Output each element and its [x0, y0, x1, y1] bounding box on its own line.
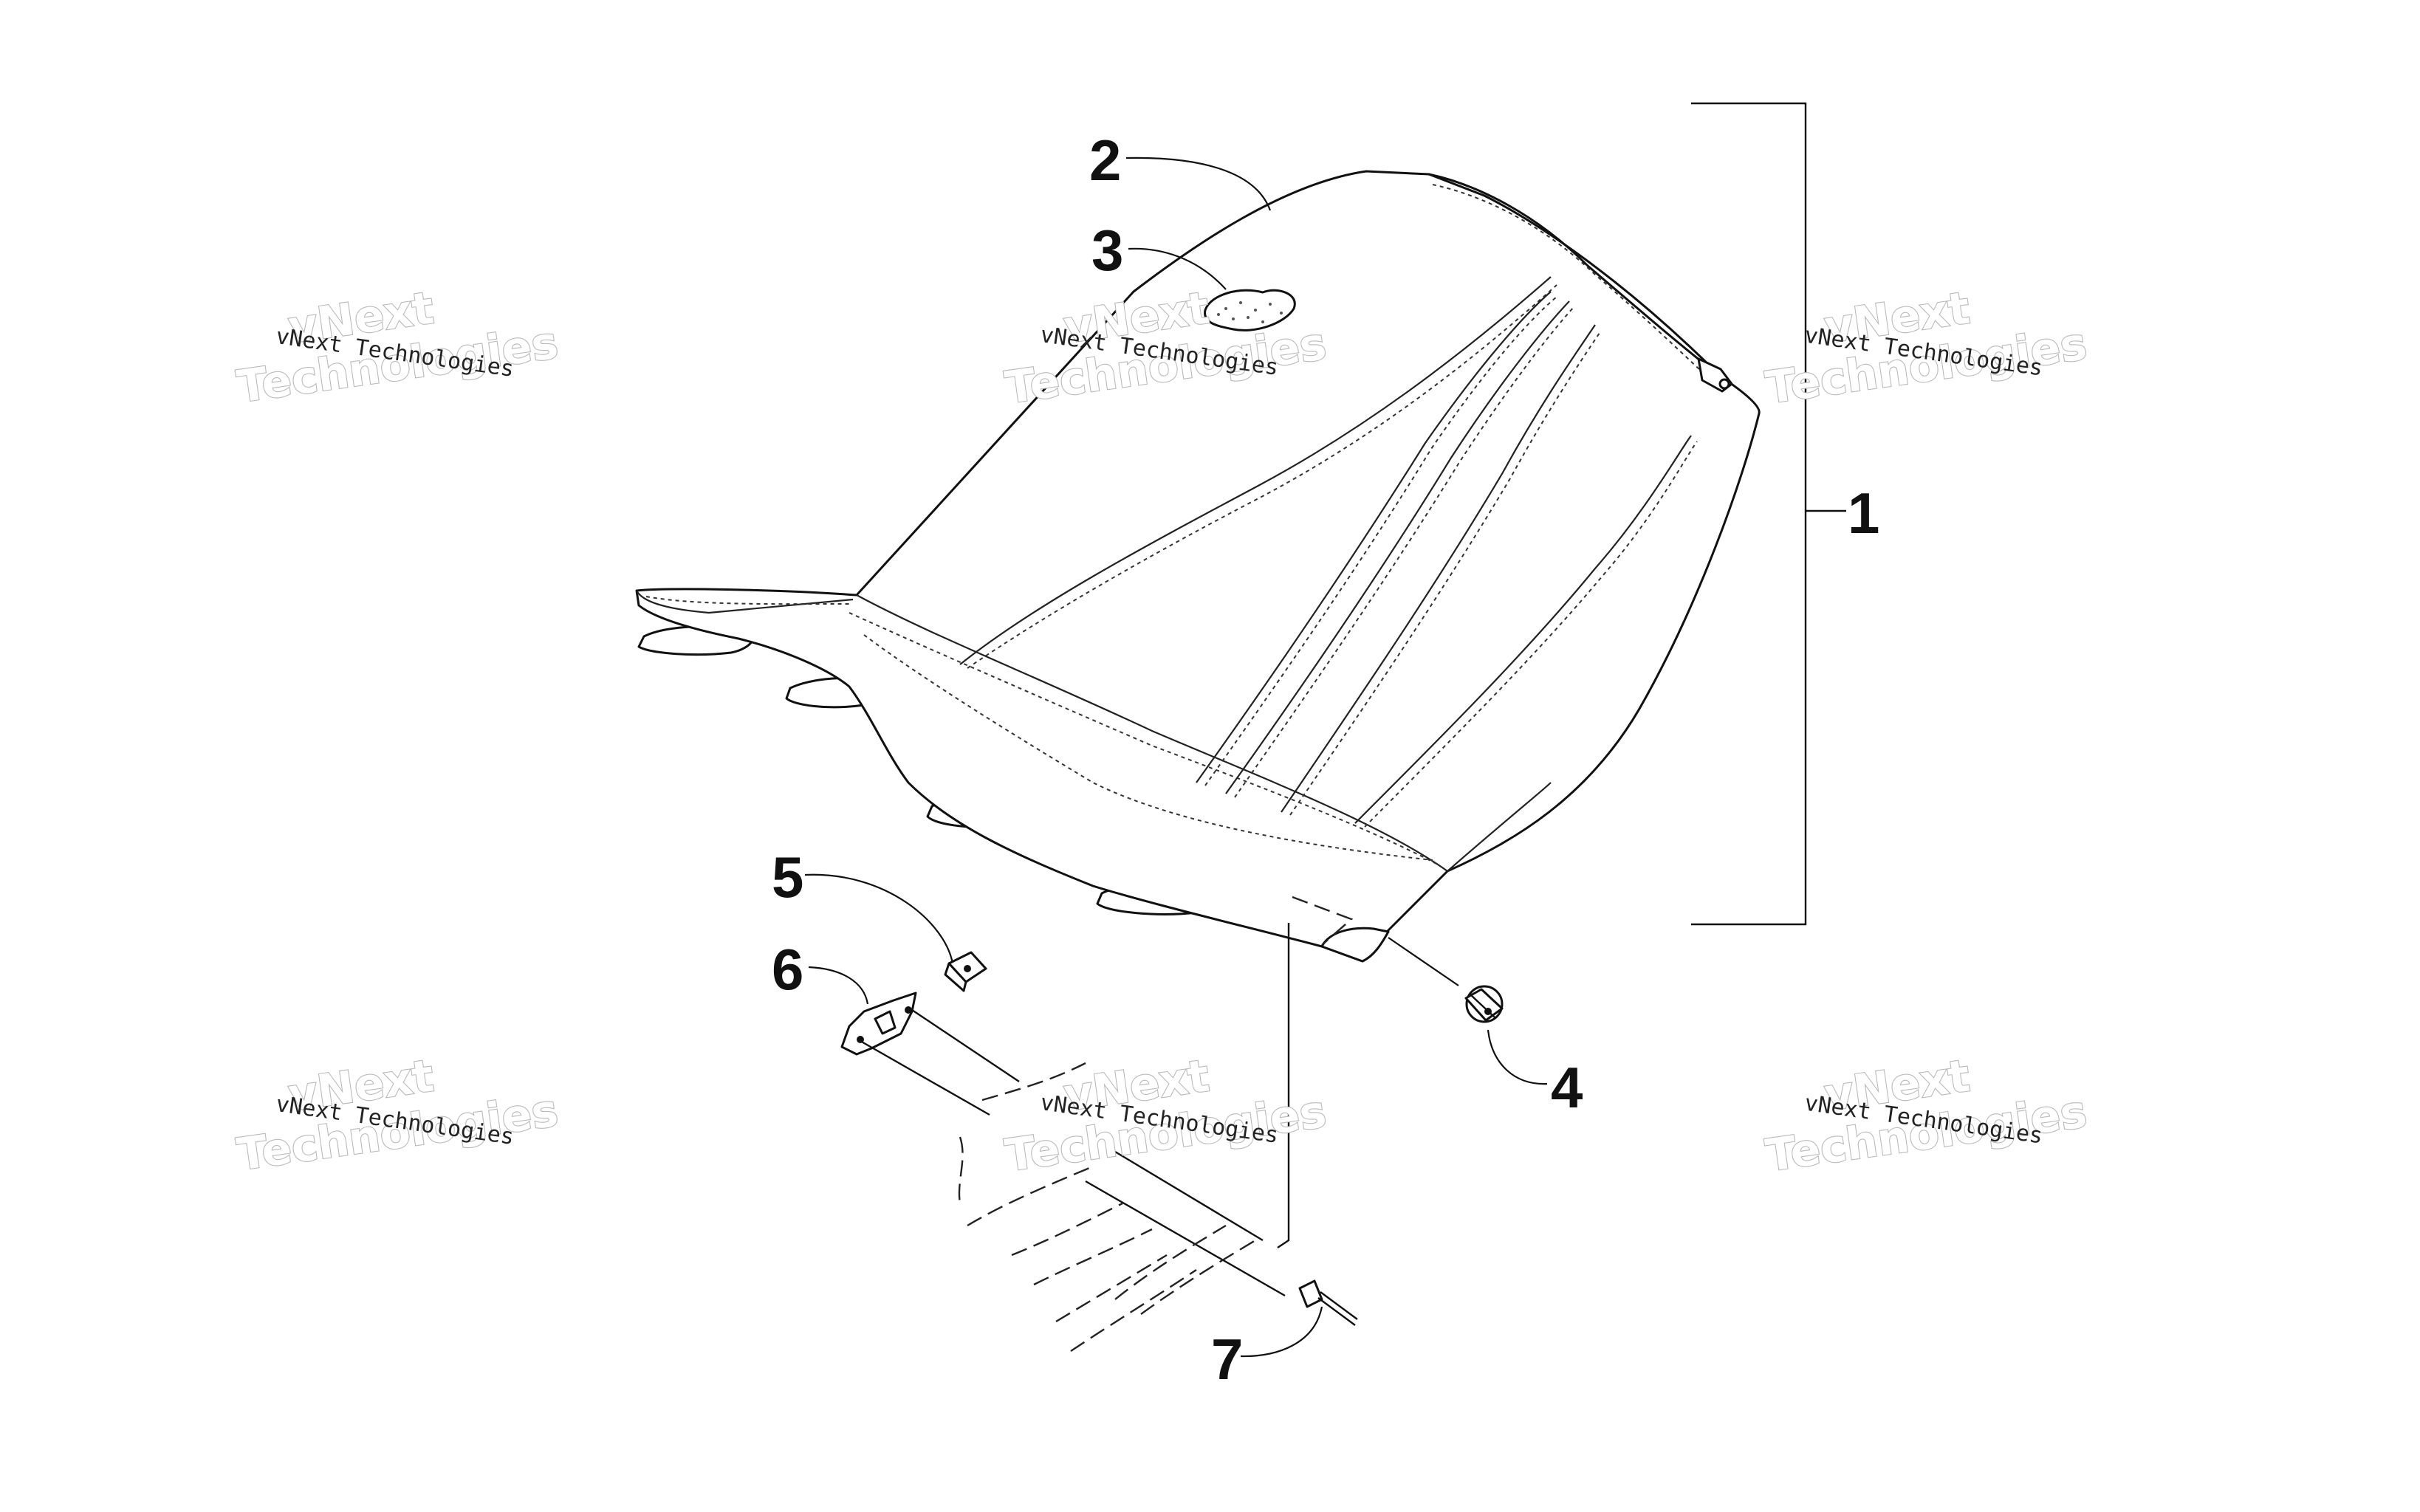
assembly-bracket — [1691, 102, 1807, 926]
callout-2: 2 — [1089, 128, 1121, 193]
rivet-axis-line — [1277, 923, 1290, 1248]
decal-dots — [1217, 301, 1283, 323]
callout-5: 5 — [772, 845, 803, 910]
callout-3: 3 — [1091, 218, 1123, 283]
screw-part-4 — [1388, 937, 1504, 1023]
decal-patch — [1204, 289, 1296, 331]
seat-body — [635, 170, 1761, 963]
rivet-part-7 — [1298, 1279, 1358, 1326]
plate-part-6 — [840, 992, 1286, 1297]
seat-assembly — [635, 170, 1761, 963]
callout-numbers: 1 2 3 4 5 6 7 — [772, 128, 1879, 1392]
callout-6: 6 — [772, 937, 803, 1002]
hidden-lines — [958, 896, 1354, 1352]
leader-lines — [804, 157, 1548, 1358]
callout-4: 4 — [1551, 1055, 1583, 1120]
callout-1: 1 — [1848, 481, 1879, 546]
callout-7: 7 — [1211, 1327, 1243, 1392]
clip-part-5 — [944, 951, 987, 992]
